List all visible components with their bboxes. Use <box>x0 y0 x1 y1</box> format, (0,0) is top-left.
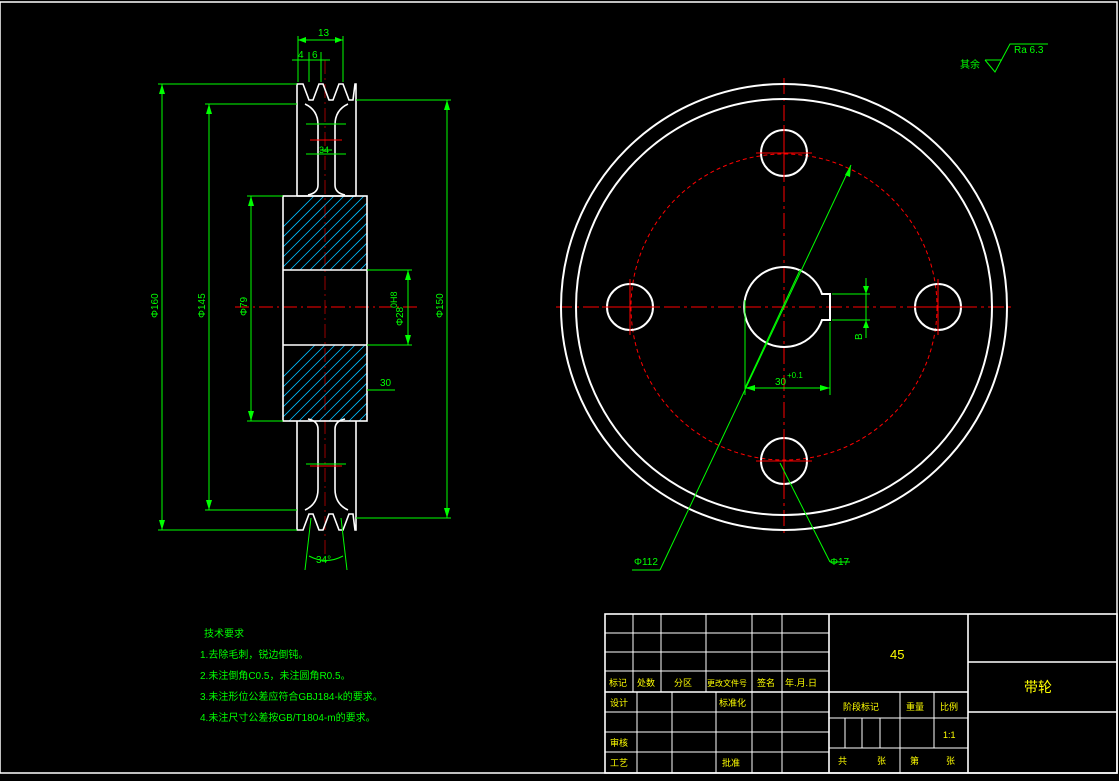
title-block <box>604 613 1118 774</box>
dim-outer-diameter: Φ160 <box>150 293 161 318</box>
rev-header: 标记 <box>609 677 627 688</box>
tech-requirement-item: 3.未注形位公差应符合GBJ184-k的要求。 <box>200 690 383 703</box>
scale-label: 比例 <box>940 701 958 712</box>
side-section-view <box>158 36 451 571</box>
dim-top-width: 13 <box>318 28 330 39</box>
tech-requirement-item: 2.未注倒角C0.5，未注圆角R0.5。 <box>200 669 351 682</box>
rev-header: 年.月.日 <box>785 677 817 688</box>
dim-keyway-width: B <box>854 333 865 340</box>
rev-header: 分区 <box>674 678 692 688</box>
part-name: 带轮 <box>1024 679 1052 695</box>
dim-hub-width: 30 <box>380 378 392 389</box>
dim-hole-diameter: Φ17 <box>830 557 850 568</box>
total-label: 共 <box>838 756 847 766</box>
standardize-label: 标准化 <box>719 697 746 708</box>
dim-groove-depth: 34 <box>319 145 329 155</box>
tech-requirements-title: 技术要求 <box>204 627 244 640</box>
weight-label: 重量 <box>906 701 924 712</box>
pulley-outline <box>282 83 368 531</box>
surface-finish-prefix: 其余 <box>960 58 980 71</box>
dim-bore-tolerance: 0H8 <box>389 291 399 308</box>
dim-groove-angle: 34° <box>316 555 331 566</box>
scale-value: 1:1 <box>943 730 956 740</box>
dim-bore-diameter: Φ28 <box>395 306 406 326</box>
surface-finish-value: Ra 6.3 <box>1014 45 1044 56</box>
rev-header: 更改文件号 <box>707 678 747 688</box>
dim-pcd: Φ112 <box>634 557 658 568</box>
surface-finish-symbol <box>984 43 1048 73</box>
dim-top-a: 4 <box>298 50 304 61</box>
section-hatch-bottom <box>283 345 367 421</box>
dim-hub-diameter: Φ79 <box>239 296 250 316</box>
process-label: 工艺 <box>610 758 628 768</box>
sheet-label: 张 <box>946 756 955 766</box>
dim-top-b: 6 <box>312 50 318 61</box>
dim-keyway-depth: 30 <box>775 377 787 388</box>
tech-requirement-item: 4.未注尺寸公差按GB/T1804-m的要求。 <box>200 711 376 724</box>
dim-keyway-tolerance: +0.1 <box>787 371 803 380</box>
review-label: 审核 <box>610 737 628 748</box>
page-label: 第 <box>910 755 919 766</box>
approve-label: 批准 <box>722 757 740 768</box>
design-label: 设计 <box>610 697 628 708</box>
dim-right-diameter: Φ150 <box>435 293 446 318</box>
rev-header: 签名 <box>757 677 775 688</box>
tech-requirement-item: 1.去除毛刺，锐边倒钝。 <box>200 648 308 661</box>
sheets-label: 张 <box>877 756 886 766</box>
section-hatch-top <box>283 196 367 270</box>
dim-pitch-diameter: Φ145 <box>197 293 208 318</box>
front-view <box>556 78 1012 571</box>
material-value: 45 <box>890 647 904 662</box>
stage-mark-label: 阶段标记 <box>843 701 879 712</box>
inner-rim-circle <box>575 98 993 516</box>
outer-rim-circle <box>560 83 1008 531</box>
rev-header: 处数 <box>637 677 655 688</box>
